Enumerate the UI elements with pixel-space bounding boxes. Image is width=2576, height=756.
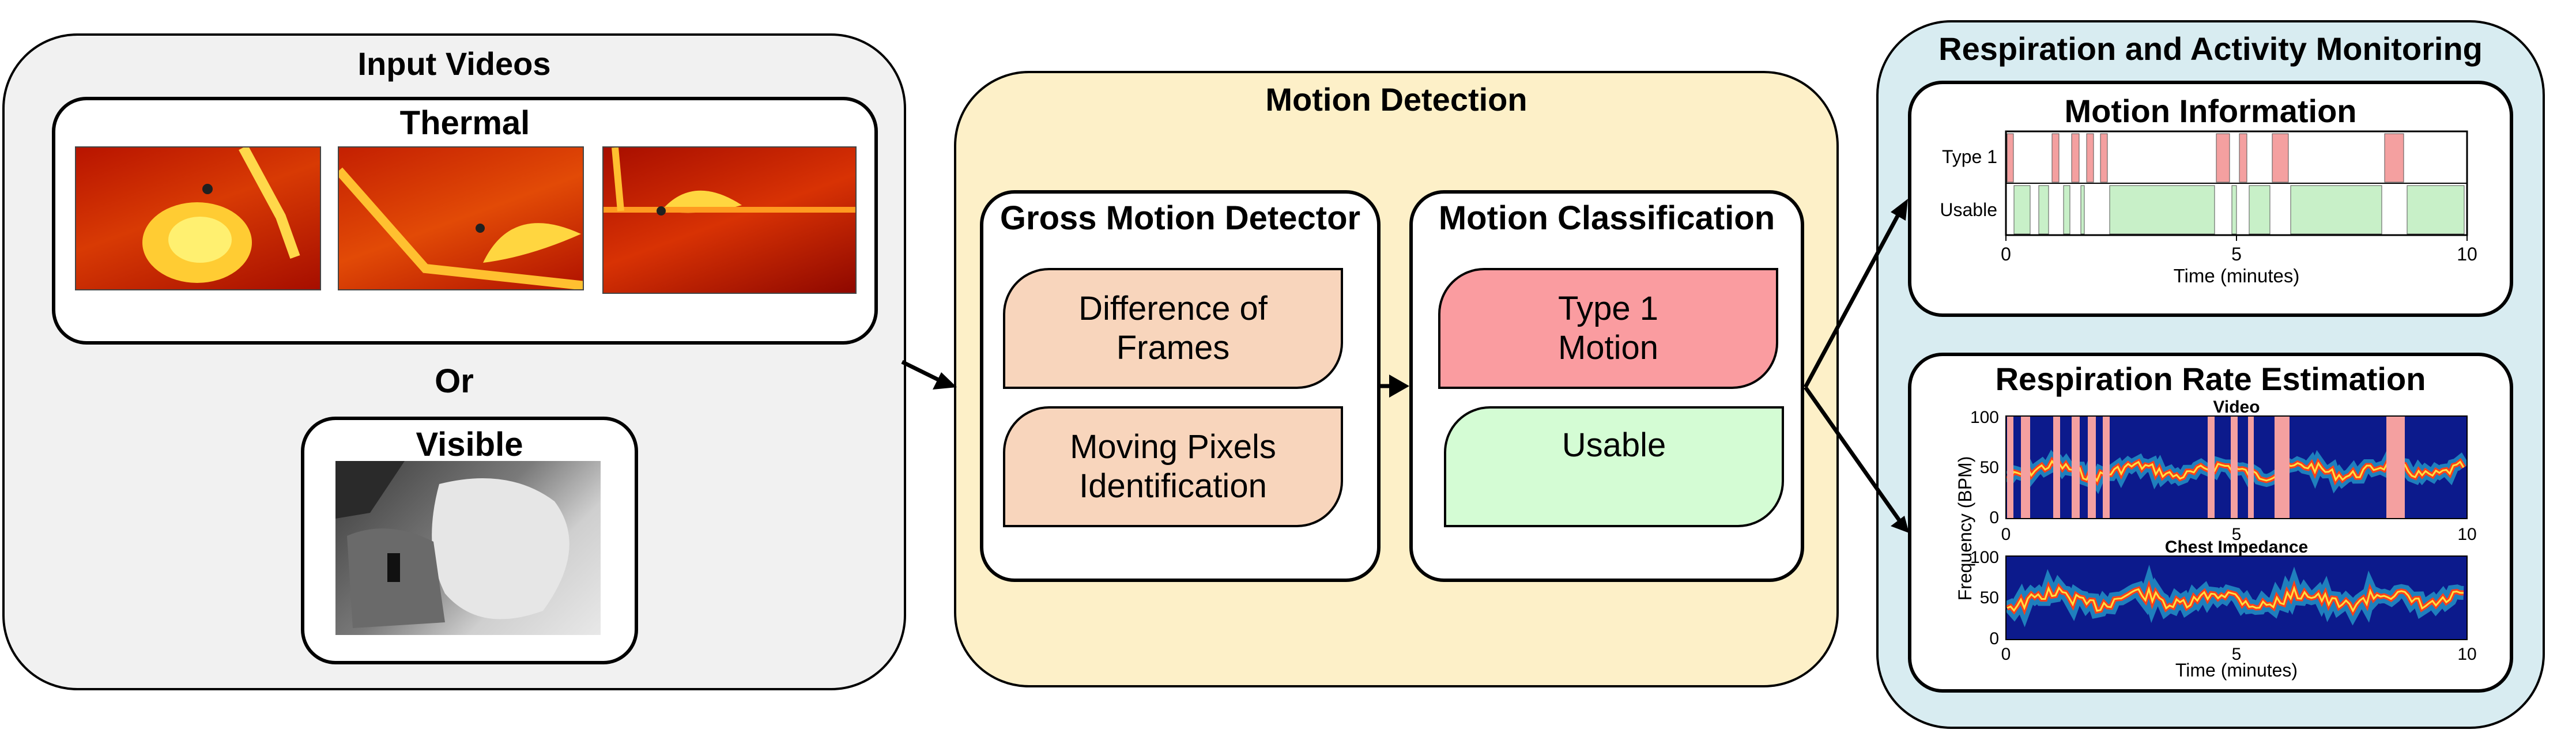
- usable-segment: [2013, 185, 2031, 235]
- x-tick-5: 5: [2231, 244, 2242, 264]
- motion-information-title: Motion Information: [2064, 93, 2357, 129]
- motion-mask-block: [2072, 416, 2080, 519]
- motion-mask-block: [2275, 416, 2290, 519]
- type1-motion-box: Type 1 Motion: [1438, 268, 1778, 389]
- thermal-label: Thermal: [399, 104, 530, 142]
- video-subtitle: Video: [2213, 398, 2260, 417]
- video-y-tick-0: 0: [1989, 508, 1999, 527]
- chest-y-tick-100: 100: [1970, 548, 1999, 567]
- arrowhead-gross: [1389, 375, 1409, 398]
- type1-segment: [2071, 133, 2080, 183]
- type1-segment: [2100, 133, 2108, 183]
- thermal-frame-3: [602, 146, 857, 294]
- type1-segment: [2007, 133, 2014, 183]
- usable-segment: [2231, 185, 2237, 235]
- motion-mask-block: [2021, 416, 2030, 519]
- video-x-tick-0: 0: [2001, 525, 2011, 544]
- moving-pixels-identification-box: Moving Pixels Identification: [1003, 406, 1343, 527]
- chest-x-tick-5: 5: [2232, 645, 2242, 664]
- usable-segment: [2080, 185, 2085, 235]
- type1-segment: [2086, 133, 2094, 183]
- chest-y-tick-50: 50: [1980, 588, 1999, 607]
- motion-detection-title: Motion Detection: [1265, 81, 1528, 118]
- row-label-usable: Usable: [1940, 199, 1997, 220]
- usable-segment: [2290, 185, 2382, 235]
- visible-frame: [335, 461, 601, 635]
- motion-mask-block: [2007, 416, 2013, 519]
- type1-segment: [2272, 133, 2289, 183]
- respiration-rate-title: Respiration Rate Estimation: [1995, 361, 2426, 397]
- type1-segment: [2384, 133, 2404, 183]
- type1-segment: [2239, 133, 2247, 183]
- rr-xlabel: Time (minutes): [2175, 660, 2298, 681]
- motion-information-chart: Type 1 Usable 0 5 10 Time (minutes): [1940, 130, 2477, 286]
- motion-mask-block: [2231, 416, 2238, 519]
- respiration-activity-title: Respiration and Activity Monitoring: [1938, 31, 2483, 67]
- x-tick-0: 0: [2001, 244, 2011, 264]
- usable-segment: [2407, 185, 2465, 235]
- motion-mask-block: [2208, 416, 2215, 519]
- arrowhead-input: [933, 372, 957, 390]
- usable-box: Usable: [1444, 406, 1784, 527]
- video-y-tick-100: 100: [1970, 408, 1999, 427]
- type1-segment: [2216, 133, 2230, 183]
- motion-mask-block: [2248, 416, 2254, 519]
- video-x-tick-10: 10: [2457, 525, 2476, 544]
- chest-y-tick-0: 0: [1989, 629, 1999, 648]
- motion-info-xlabel: Time (minutes): [2174, 265, 2300, 286]
- chest-impedance-subtitle: Chest Impedance: [2165, 538, 2308, 557]
- chest-x-tick-10: 10: [2457, 645, 2476, 664]
- arrowhead-rr: [1891, 516, 1909, 533]
- input-videos-title: Input Videos: [357, 46, 551, 82]
- difference-of-frames-box: Difference of Frames: [1003, 268, 1343, 389]
- rr-ylabel: Frequency (BPM): [1955, 456, 1975, 601]
- visible-label: Visible: [416, 426, 523, 463]
- motion-mask-block: [2053, 416, 2060, 519]
- arrow-classification-to-motion-info: [1803, 206, 1904, 388]
- usable-segment: [2109, 185, 2215, 235]
- chest-x-tick-0: 0: [2001, 645, 2011, 664]
- video-y-tick-50: 50: [1980, 458, 1999, 477]
- thermal-frame-1: [75, 146, 321, 290]
- or-label: Or: [435, 362, 474, 400]
- video-x-tick-5: 5: [2232, 525, 2242, 544]
- motion-mask-block: [2088, 416, 2096, 519]
- arrow-classification-to-rr: [1804, 385, 1904, 526]
- motion-mask-block: [2386, 416, 2405, 519]
- arrowhead-motion-info: [1891, 199, 1908, 221]
- thermal-frame-2: [338, 146, 584, 290]
- gross-motion-detector-title: Gross Motion Detector: [1000, 199, 1361, 237]
- respiration-rate-charts: Video 100 50 0 0 5 10 Chest Impedance 10…: [1955, 398, 2477, 681]
- type1-segment: [2051, 133, 2060, 183]
- usable-segment: [2063, 185, 2070, 235]
- usable-segment: [2038, 185, 2049, 235]
- motion-classification-title: Motion Classification: [1438, 199, 1775, 237]
- usable-segment: [2249, 185, 2270, 235]
- row-label-type1: Type 1: [1942, 146, 1997, 167]
- motion-mask-block: [2103, 416, 2110, 519]
- x-tick-10: 10: [2457, 244, 2477, 264]
